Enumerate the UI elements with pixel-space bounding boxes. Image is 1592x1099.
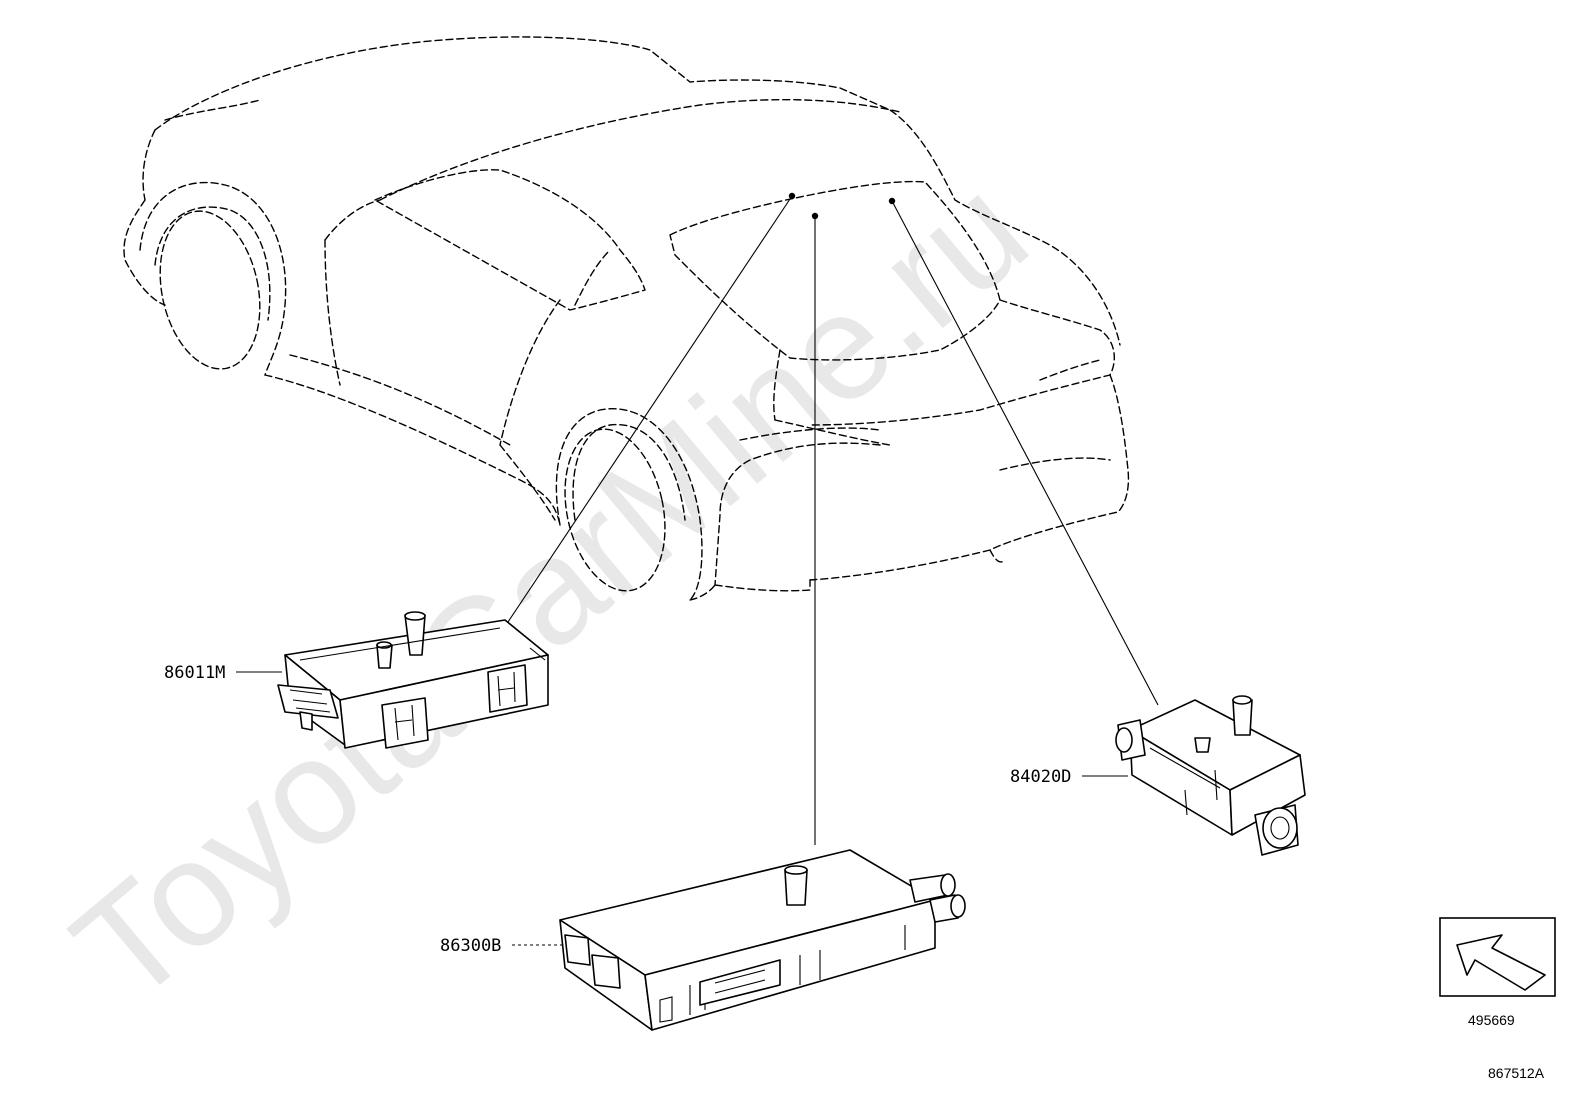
- view-direction-box: [1439, 917, 1556, 997]
- leader-86011m: [507, 195, 793, 623]
- part-label-86300b: 86300B: [440, 936, 501, 956]
- leader-lines: [507, 192, 1159, 845]
- view-box-number: 495669: [1468, 1012, 1515, 1028]
- module-86300b: [559, 849, 966, 1031]
- view-arrow-icon: [1456, 934, 1546, 991]
- part-label-84020d: 84020D: [1010, 767, 1071, 787]
- module-84020d: [1115, 695, 1306, 856]
- part-label-86011m: 86011M: [164, 663, 225, 683]
- car-outline: [123, 36, 1130, 601]
- leader-84020d: [891, 200, 1159, 706]
- illustration-number: 867512A: [1488, 1065, 1545, 1081]
- module-86011m: [277, 611, 549, 749]
